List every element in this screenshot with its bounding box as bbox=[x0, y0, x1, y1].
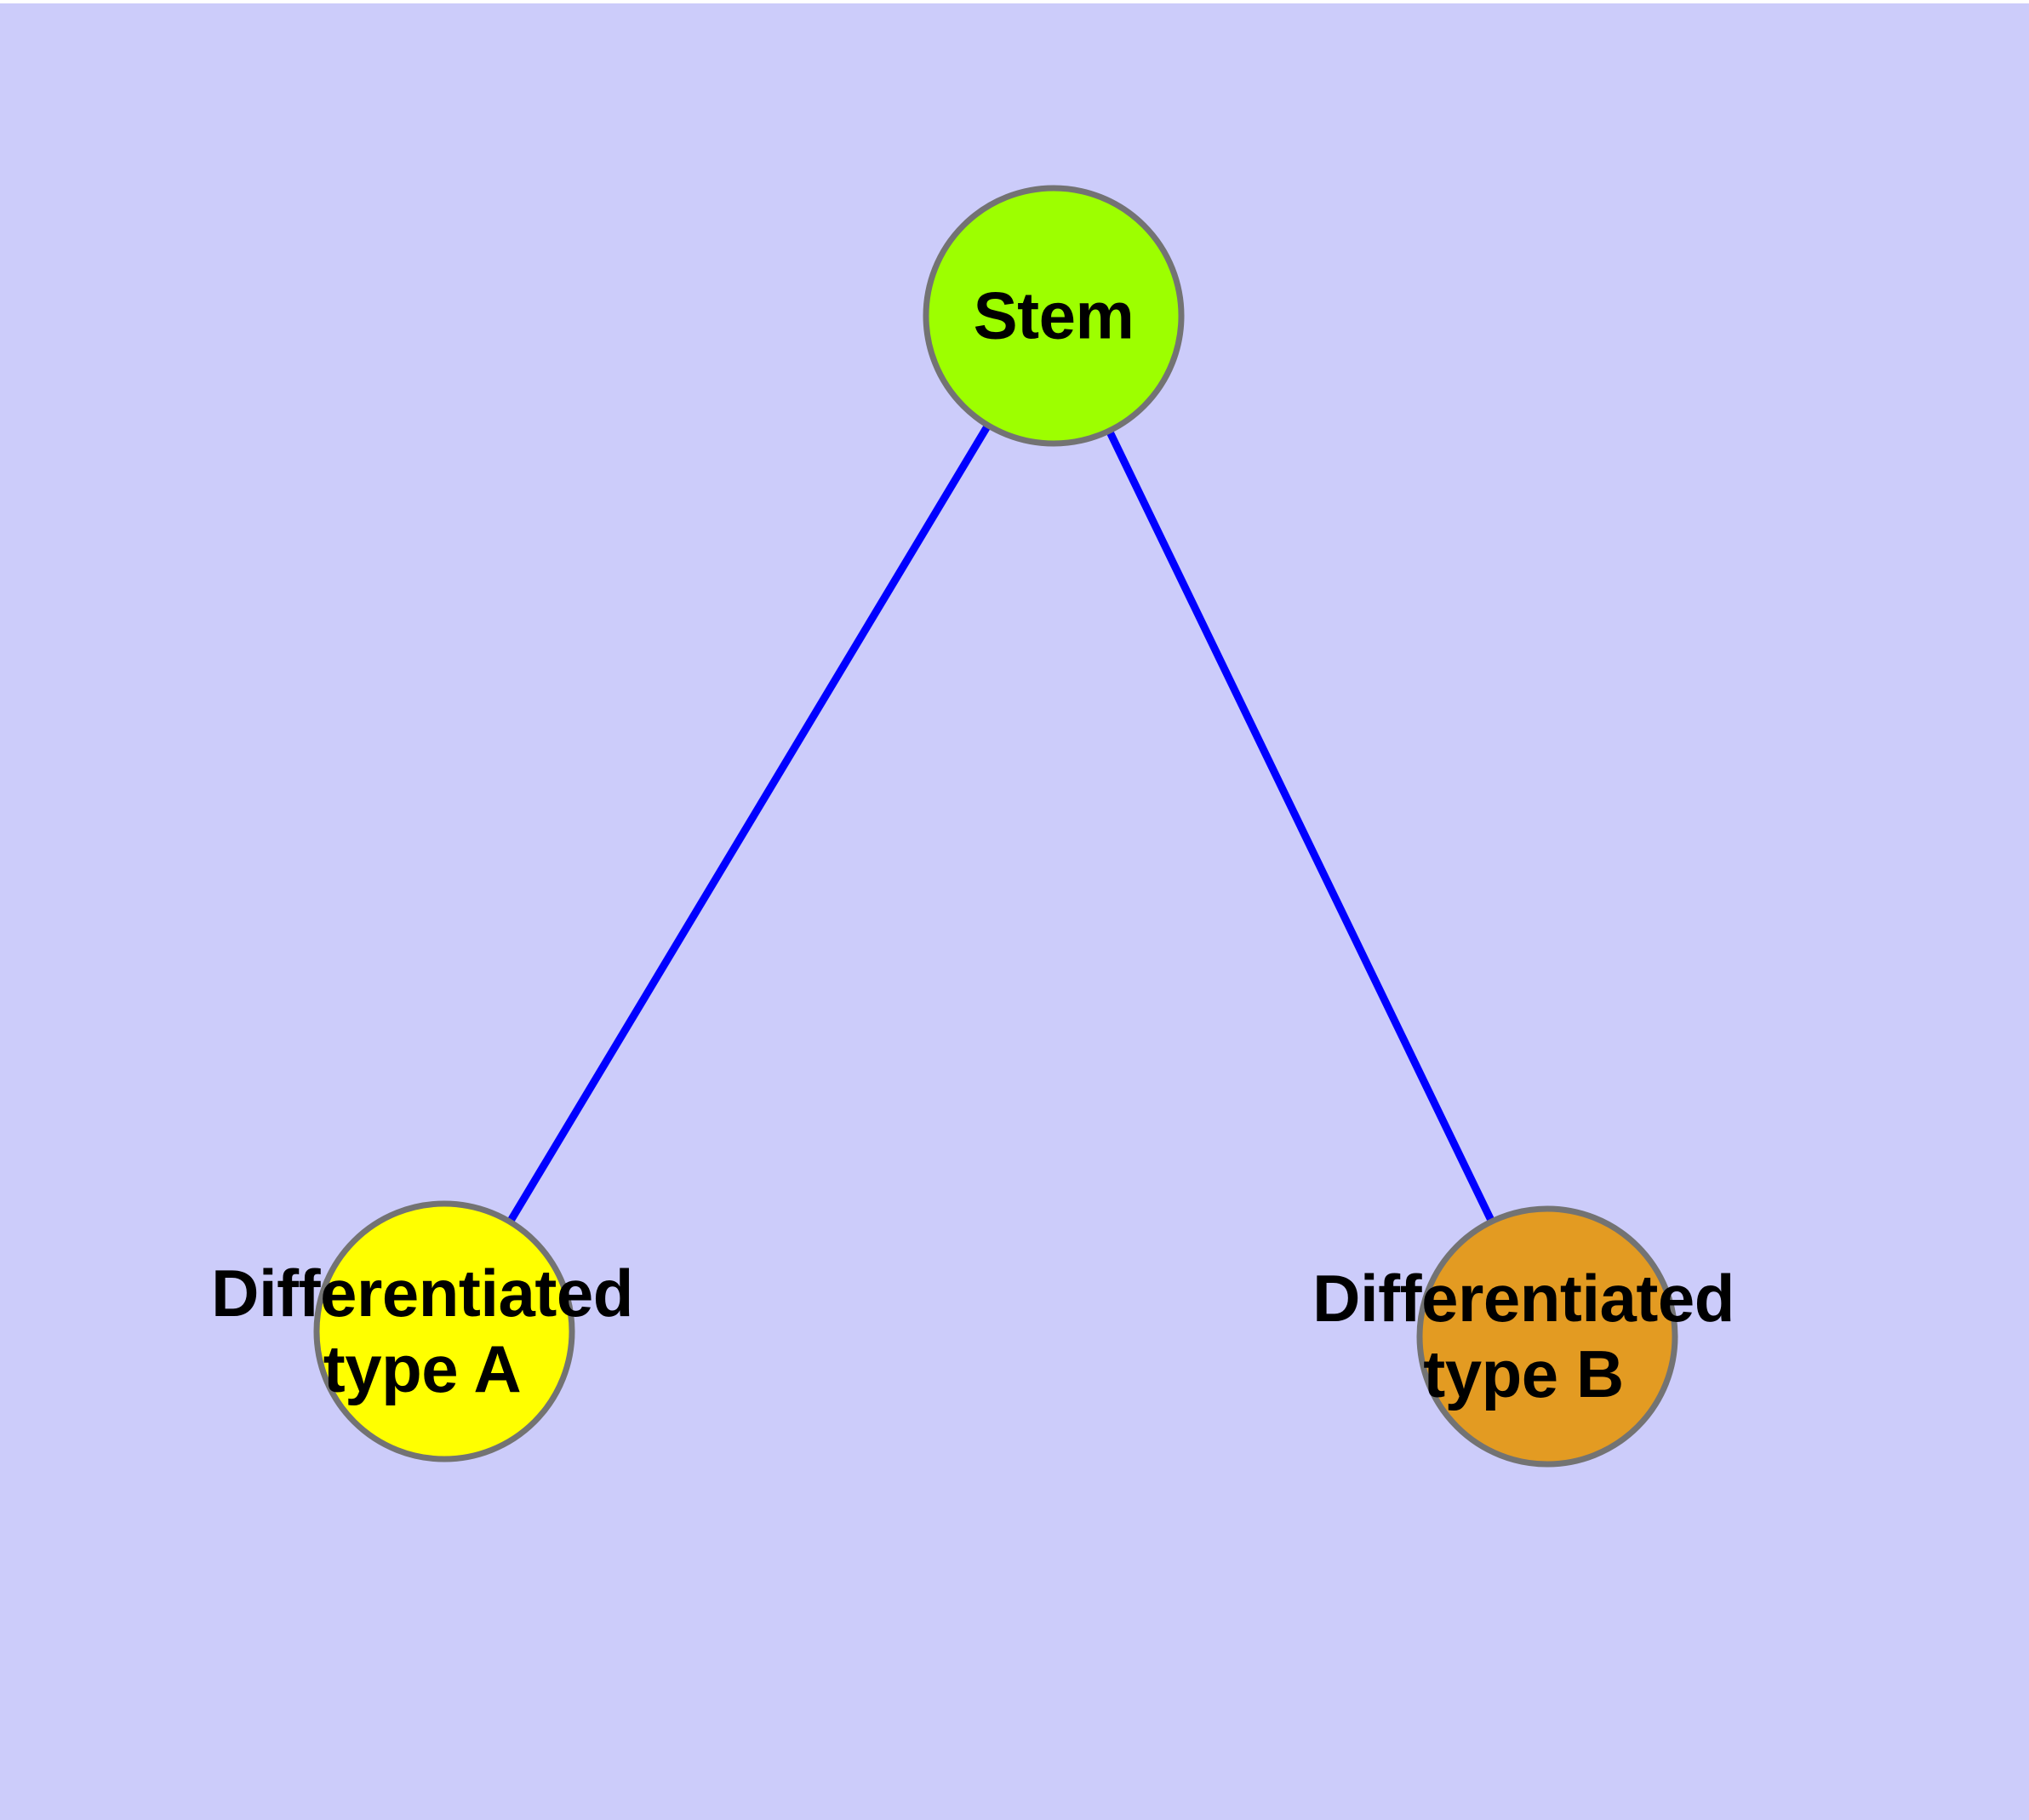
node-stem[interactable] bbox=[923, 185, 1185, 447]
edge-stem-to-diff-a[interactable] bbox=[441, 313, 1057, 1334]
edge-stem-to-diff-b[interactable] bbox=[1049, 314, 1552, 1338]
edges-layer bbox=[441, 313, 1552, 1338]
node-differentiated-type-a[interactable] bbox=[313, 1200, 575, 1462]
node-differentiated-type-b[interactable] bbox=[1416, 1205, 1678, 1468]
nodes-layer bbox=[313, 185, 1678, 1468]
